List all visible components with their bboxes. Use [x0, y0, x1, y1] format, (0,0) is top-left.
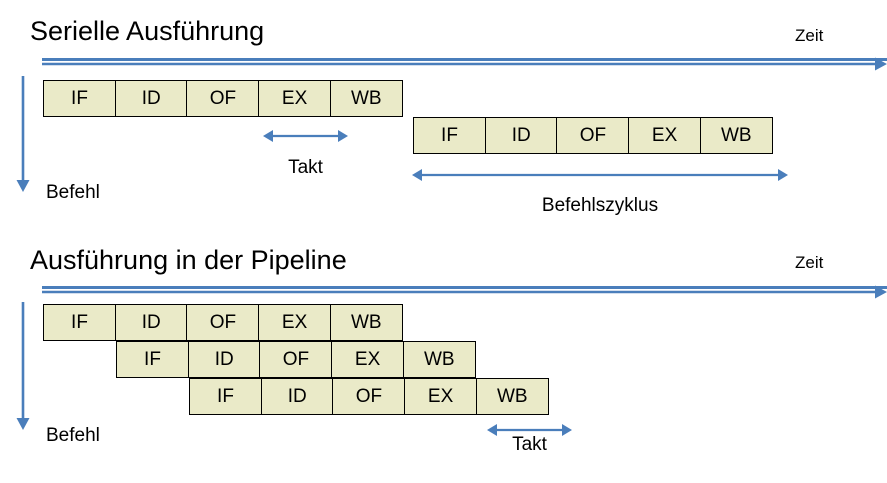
- section-title-rule-pipeline: [42, 286, 887, 289]
- stage-box: IF: [116, 341, 189, 378]
- stage-box: WB: [402, 341, 476, 378]
- stage-box: WB: [329, 304, 403, 341]
- stage-box: IF: [43, 304, 116, 341]
- takt-measure-arrow-pipeline: [487, 424, 572, 436]
- stage-box: WB: [475, 378, 549, 415]
- stage-box: OF: [186, 304, 260, 341]
- stage-row-pipeline-3: IF ID OF EX WB: [189, 378, 549, 415]
- befehlszyklus-measure-label: Befehlszyklus: [541, 195, 659, 216]
- stage-box: ID: [484, 117, 558, 154]
- stage-box: EX: [404, 378, 478, 415]
- takt-measure-label-pipeline: Takt: [512, 434, 547, 455]
- instruction-axis-arrow-pipeline: [16, 302, 30, 430]
- takt-measure-label-serial: Takt: [288, 157, 323, 178]
- instruction-axis-arrow-serial: [16, 76, 30, 192]
- time-axis-arrow-pipeline: [42, 285, 887, 299]
- section-title-rule-serial: [42, 58, 887, 61]
- stage-box: IF: [189, 378, 262, 415]
- stage-row-pipeline-2: IF ID OF EX WB: [116, 341, 476, 378]
- stage-box: OF: [556, 117, 630, 154]
- stage-box: ID: [187, 341, 261, 378]
- stage-box: IF: [43, 80, 116, 117]
- instruction-axis-label-serial: Befehl: [46, 182, 100, 203]
- takt-measure-arrow-serial: [263, 130, 348, 142]
- stage-box: ID: [260, 378, 334, 415]
- stage-box: IF: [413, 117, 486, 154]
- time-axis-label-pipeline: Zeit: [795, 253, 824, 272]
- stage-box: EX: [258, 80, 332, 117]
- section-title-serial: Serielle Ausführung: [30, 16, 265, 46]
- instruction-axis-label-pipeline: Befehl: [46, 425, 100, 446]
- stage-row-serial-1: IF ID OF EX WB: [43, 80, 403, 117]
- stage-row-serial-2: IF ID OF EX WB: [413, 117, 773, 154]
- stage-box: ID: [114, 80, 188, 117]
- time-axis-label-serial: Zeit: [795, 26, 824, 45]
- stage-box: OF: [332, 378, 406, 415]
- stage-box: ID: [114, 304, 188, 341]
- section-title-pipeline: Ausführung in der Pipeline: [30, 245, 347, 275]
- stage-box: EX: [331, 341, 405, 378]
- stage-box: OF: [186, 80, 260, 117]
- befehlszyklus-measure-arrow: [412, 169, 788, 181]
- stage-row-pipeline-1: IF ID OF EX WB: [43, 304, 403, 341]
- stage-box: EX: [258, 304, 332, 341]
- stage-box: EX: [628, 117, 702, 154]
- time-axis-arrow-serial: [42, 57, 887, 71]
- stage-box: WB: [699, 117, 773, 154]
- stage-box: WB: [329, 80, 403, 117]
- stage-box: OF: [259, 341, 333, 378]
